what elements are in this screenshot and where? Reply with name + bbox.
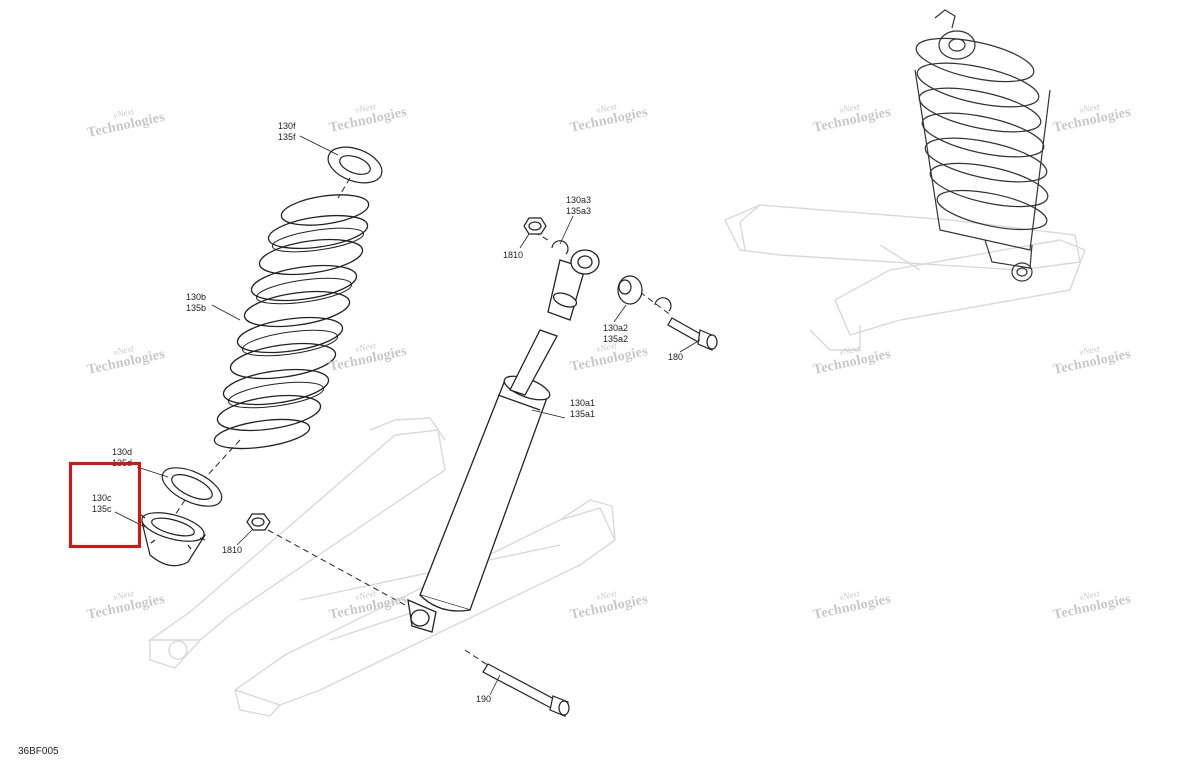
adjuster-collar bbox=[140, 512, 206, 567]
selected-part-highlight[interactable] bbox=[69, 462, 141, 548]
callout-130a3-line1: 130a3 bbox=[566, 195, 592, 205]
callout-130a3: 130a3 135a3 bbox=[566, 195, 591, 217]
callout-130b-line1: 130b bbox=[186, 292, 207, 302]
callout-180: 180 bbox=[668, 352, 683, 363]
callout-190-line1: 190 bbox=[476, 694, 492, 704]
figure-code: 36BF005 bbox=[18, 746, 59, 757]
assembled-shock bbox=[914, 9, 1051, 282]
callout-130a2-line1: 130a2 bbox=[603, 323, 629, 333]
callout-180-line1: 180 bbox=[668, 352, 684, 362]
bolt-lower bbox=[482, 663, 570, 717]
callout-130a1-line2: 135a1 bbox=[570, 409, 596, 419]
bolt-upper bbox=[667, 317, 718, 351]
callout-1810-upper-line1: 1810 bbox=[503, 250, 524, 260]
callout-190: 190 bbox=[476, 694, 491, 705]
shock-absorber bbox=[407, 249, 600, 633]
callout-130a3-line2: 135a3 bbox=[566, 206, 592, 216]
callout-130a2: 130a2 135a2 bbox=[603, 323, 628, 345]
callout-130f-line2: 135f bbox=[278, 132, 296, 142]
coil-spring bbox=[213, 194, 370, 450]
assembled-view-arm bbox=[724, 204, 1086, 351]
callout-1810-lower-line1: 1810 bbox=[222, 545, 243, 555]
callout-130a1: 130a1 135a1 bbox=[570, 398, 595, 420]
callout-130a1-line1: 130a1 bbox=[570, 398, 596, 408]
lower-spring-seat bbox=[161, 467, 223, 507]
bushing bbox=[617, 275, 643, 305]
callout-130b: 130b 135b bbox=[186, 292, 206, 314]
callout-130c-line1: 130c bbox=[92, 493, 112, 503]
callout-130f-line1: 130f bbox=[278, 121, 296, 131]
callout-130a2-line2: 135a2 bbox=[603, 334, 629, 344]
nut-upper bbox=[523, 217, 547, 235]
callout-130c: 130c 135c bbox=[92, 493, 112, 515]
upper-spring-seat bbox=[327, 146, 383, 184]
callout-1810-upper: 1810 bbox=[503, 250, 523, 261]
callout-1810-lower: 1810 bbox=[222, 545, 242, 556]
a-arm-ghost bbox=[147, 417, 616, 717]
callout-130c-line2: 135c bbox=[92, 504, 112, 514]
callout-130d-line1: 130d bbox=[112, 447, 133, 457]
nut-lower bbox=[246, 513, 271, 531]
callout-130b-line2: 135b bbox=[186, 303, 207, 313]
callout-130f: 130f 135f bbox=[278, 121, 296, 143]
